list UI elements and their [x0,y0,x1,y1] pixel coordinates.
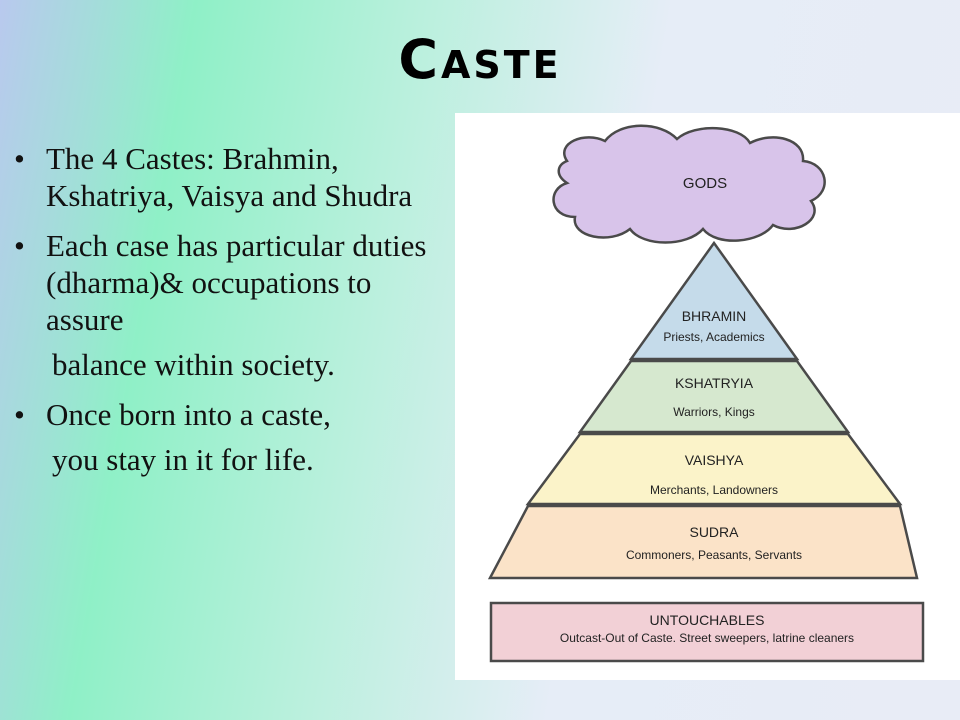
bullet-born: Once born into a caste, [12,396,452,433]
bullet-duties-continued: balance within society. [52,347,335,382]
gods-cloud: GODS [552,124,826,244]
gods-label: GODS [683,175,727,192]
slide-title: Caste [398,28,562,91]
caste-pyramid-diagram: GODS BHRAMIN Priests, Academics KSHATRYI… [455,113,960,680]
level-2-name: KSHATRYIA [675,375,754,391]
bullet-born-continued: you stay in it for life. [52,442,314,477]
cloud-shape [552,124,826,244]
pyramid-svg: GODS BHRAMIN Priests, Academics KSHATRYI… [487,124,925,663]
bullet-list: The 4 Castes: Brahmin, Kshatriya, Vaisya… [12,140,452,478]
level-1-desc: Priests, Academics [663,330,764,344]
pyramid-level-3 [525,432,903,506]
pyramid-level-4 [487,504,919,580]
bullet-castes: The 4 Castes: Brahmin, Kshatriya, Vaisya… [12,140,452,214]
untouchables-name: UNTOUCHABLES [650,612,765,628]
untouchables-box [489,601,925,663]
pyramid-level-2 [577,359,851,434]
pyramid-level-1 [628,240,800,361]
level-4-name: SUDRA [689,524,739,540]
level-2-desc: Warriors, Kings [673,405,755,419]
bullet-duties: Each case has particular duties (dharma)… [12,227,452,338]
level-3-name: VAISHYA [685,452,744,468]
level-3-desc: Merchants, Landowners [650,483,778,497]
level-4-desc: Commoners, Peasants, Servants [626,548,802,562]
untouchables-desc: Outcast-Out of Caste. Street sweepers, l… [560,631,854,645]
level-1-name: BHRAMIN [682,308,747,324]
